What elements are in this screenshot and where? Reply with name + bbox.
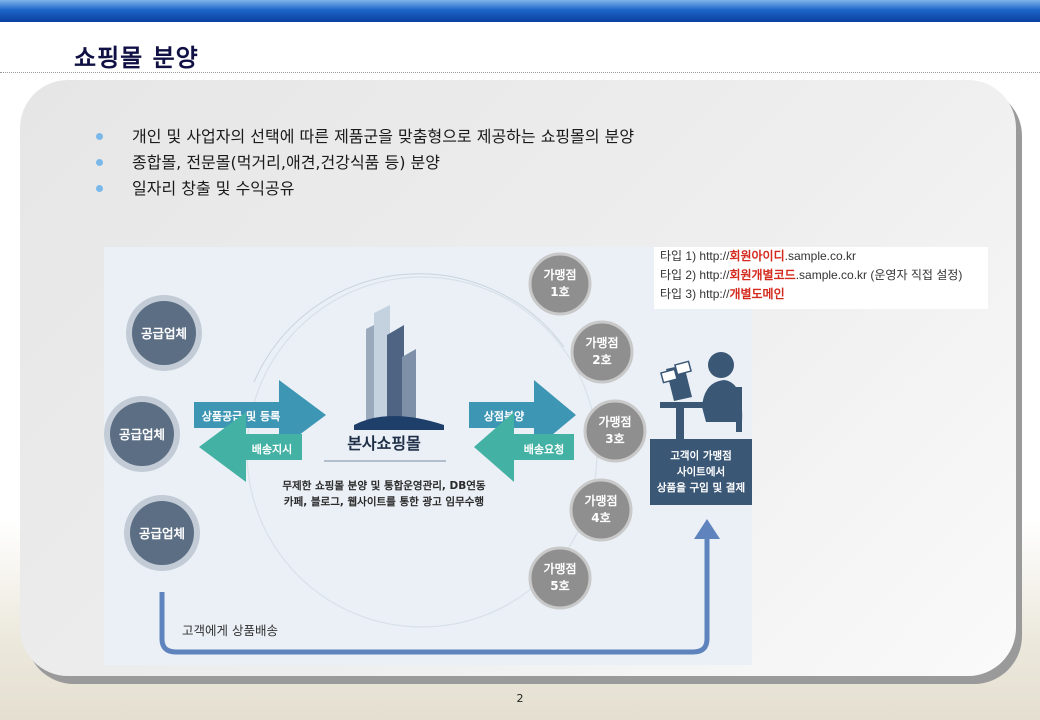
delivery-arrowhead-icon [694,519,720,539]
business-flow-diagram: 공급업체 공급업체 공급업체 상품공급 및 등록 배송지시 [104,247,752,665]
bullet-item: 일자리 창출 및 수익공유 [96,176,634,202]
url-type-row: 타입 1) http://회원아이디.sample.co.kr [660,249,856,263]
top-header-bar [0,0,1040,22]
svg-text:2호: 2호 [592,353,611,367]
svg-text:4호: 4호 [591,511,610,525]
arrow-store-distribution: 상점분양 [469,380,576,450]
slide-title: 쇼핑몰 분양 [74,44,199,72]
url-type-row: 타입 2) http://회원개별코드.sample.co.kr (운영자 직접… [660,268,963,282]
store-node-4: 가맹점 4호 [569,478,633,542]
supplier-node: 공급업체 [104,396,180,472]
store-node-3: 가맹점 3호 [583,399,647,463]
svg-text:1호: 1호 [550,285,569,299]
bullet-item: 종합몰, 전문몰(먹거리,애견,건강식품 등) 분양 [96,150,634,176]
bullet-item: 개인 및 사업자의 선택에 따른 제품군을 맞춤형으로 제공하는 쇼핑몰의 분양 [96,124,634,150]
svg-text:3호: 3호 [605,432,624,446]
store-node-5: 가맹점 5호 [528,546,592,610]
orbit-arc [253,273,565,383]
svg-text:가맹점: 가맹점 [584,493,617,508]
svg-text:상품을 구입 및 결제: 상품을 구입 및 결제 [657,481,745,494]
svg-text:배송요청: 배송요청 [524,442,564,456]
svg-text:배송지시: 배송지시 [252,442,292,456]
svg-text:고객이 가맹점: 고객이 가맹점 [670,449,732,462]
delivery-path-line [159,537,710,655]
svg-text:공급업체: 공급업체 [141,326,187,341]
svg-text:사이트에서: 사이트에서 [677,465,725,478]
headquarters-label: 본사쇼핑몰 [347,434,421,453]
url-type-row: 타입 3) http://개별도메인 [660,287,785,301]
store-node-2: 가맹점 2호 [570,320,634,384]
supplier-node: 공급업체 [124,495,200,571]
supplier-node: 공급업체 [126,295,202,371]
svg-text:공급업체: 공급업체 [119,427,165,442]
bullet-dot-icon [96,133,103,140]
svg-text:상점분양: 상점분양 [484,409,524,423]
url-type-box: 타입 1) http://회원아이디.sample.co.kr 타입 2) ht… [654,247,988,309]
bullet-dot-icon [96,159,103,166]
svg-text:5호: 5호 [550,579,569,593]
headquarters-building-icon [354,305,444,430]
bullet-list: 개인 및 사업자의 선택에 따른 제품군을 맞춤형으로 제공하는 쇼핑몰의 분양… [96,124,634,202]
svg-text:가맹점: 가맹점 [543,561,576,576]
svg-text:가맹점: 가맹점 [543,267,576,282]
customer-computer-icon [660,352,743,440]
headquarters-desc-line2: 카페, 블로그, 웹사이트를 통한 광고 임무수행 [284,495,484,508]
bullet-dot-icon [96,185,103,192]
svg-text:공급업체: 공급업체 [139,526,185,541]
title-divider [0,72,1040,73]
svg-text:가맹점: 가맹점 [598,414,631,429]
store-node-1: 가맹점 1호 [528,252,592,316]
page-number: 2 [516,692,524,705]
delivery-label: 고객에게 상품배송 [182,623,278,638]
arrow-shipping-request: 배송요청 [474,412,574,482]
headquarters-desc-line1: 무제한 쇼핑몰 분양 및 통합운영관리, DB연동 [282,479,486,492]
arrow-shipping-order: 배송지시 [199,412,302,482]
svg-text:가맹점: 가맹점 [585,335,618,350]
customer-purchase-box: 고객이 가맹점 사이트에서 상품을 구입 및 결제 [650,439,752,505]
